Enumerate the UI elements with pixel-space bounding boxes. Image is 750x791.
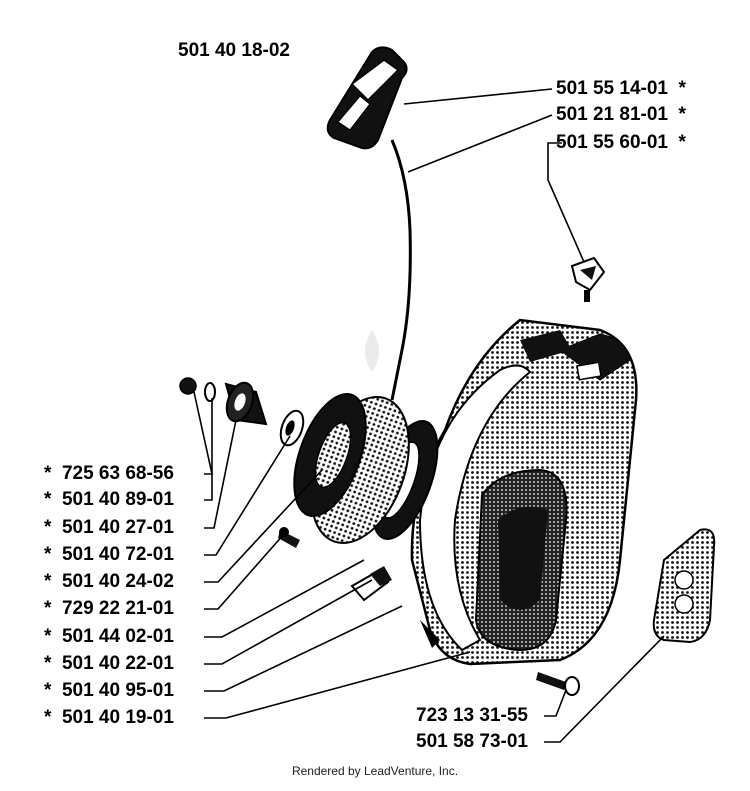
part-label: * 501 40 22-01 xyxy=(44,653,174,674)
part-label: * 501 40 89-01 xyxy=(44,489,174,510)
assembly-number: 501 40 18-02 xyxy=(178,40,290,61)
starter-handle xyxy=(326,46,408,150)
part-label: * 729 22 21-01 xyxy=(44,598,174,619)
starter-cord xyxy=(390,139,412,401)
pulley-assembly xyxy=(293,392,439,544)
leader-lines xyxy=(193,88,665,743)
part-label: 723 13 31-55 xyxy=(416,705,528,726)
part-label: 501 21 81-01 * xyxy=(556,104,686,125)
part-label: * 501 40 24-02 xyxy=(44,571,174,592)
part-label: 501 55 14-01 * xyxy=(556,78,686,99)
part-label: * 501 40 95-01 xyxy=(44,680,174,701)
footer-credit: Rendered by LeadVenture, Inc. xyxy=(291,764,459,778)
part-label: * 501 40 19-01 xyxy=(44,707,174,728)
screw xyxy=(179,377,216,402)
housing-clip xyxy=(570,256,606,302)
part-label: * 501 40 72-01 xyxy=(44,544,174,565)
starter-housing xyxy=(410,318,638,666)
part-label: * 725 63 68-56 xyxy=(44,463,174,484)
part-label: * 501 40 27-01 xyxy=(44,517,174,538)
bottom-screw xyxy=(536,672,580,696)
part-label: 501 55 60-01 * xyxy=(556,132,686,153)
bushing xyxy=(224,381,268,426)
pawl xyxy=(350,566,392,602)
washer-spacer xyxy=(279,409,305,447)
decal-plate xyxy=(652,528,716,644)
watermark xyxy=(365,330,379,372)
part-label: * 501 44 02-01 xyxy=(44,626,174,647)
part-label: 501 58 73-01 xyxy=(416,731,528,752)
